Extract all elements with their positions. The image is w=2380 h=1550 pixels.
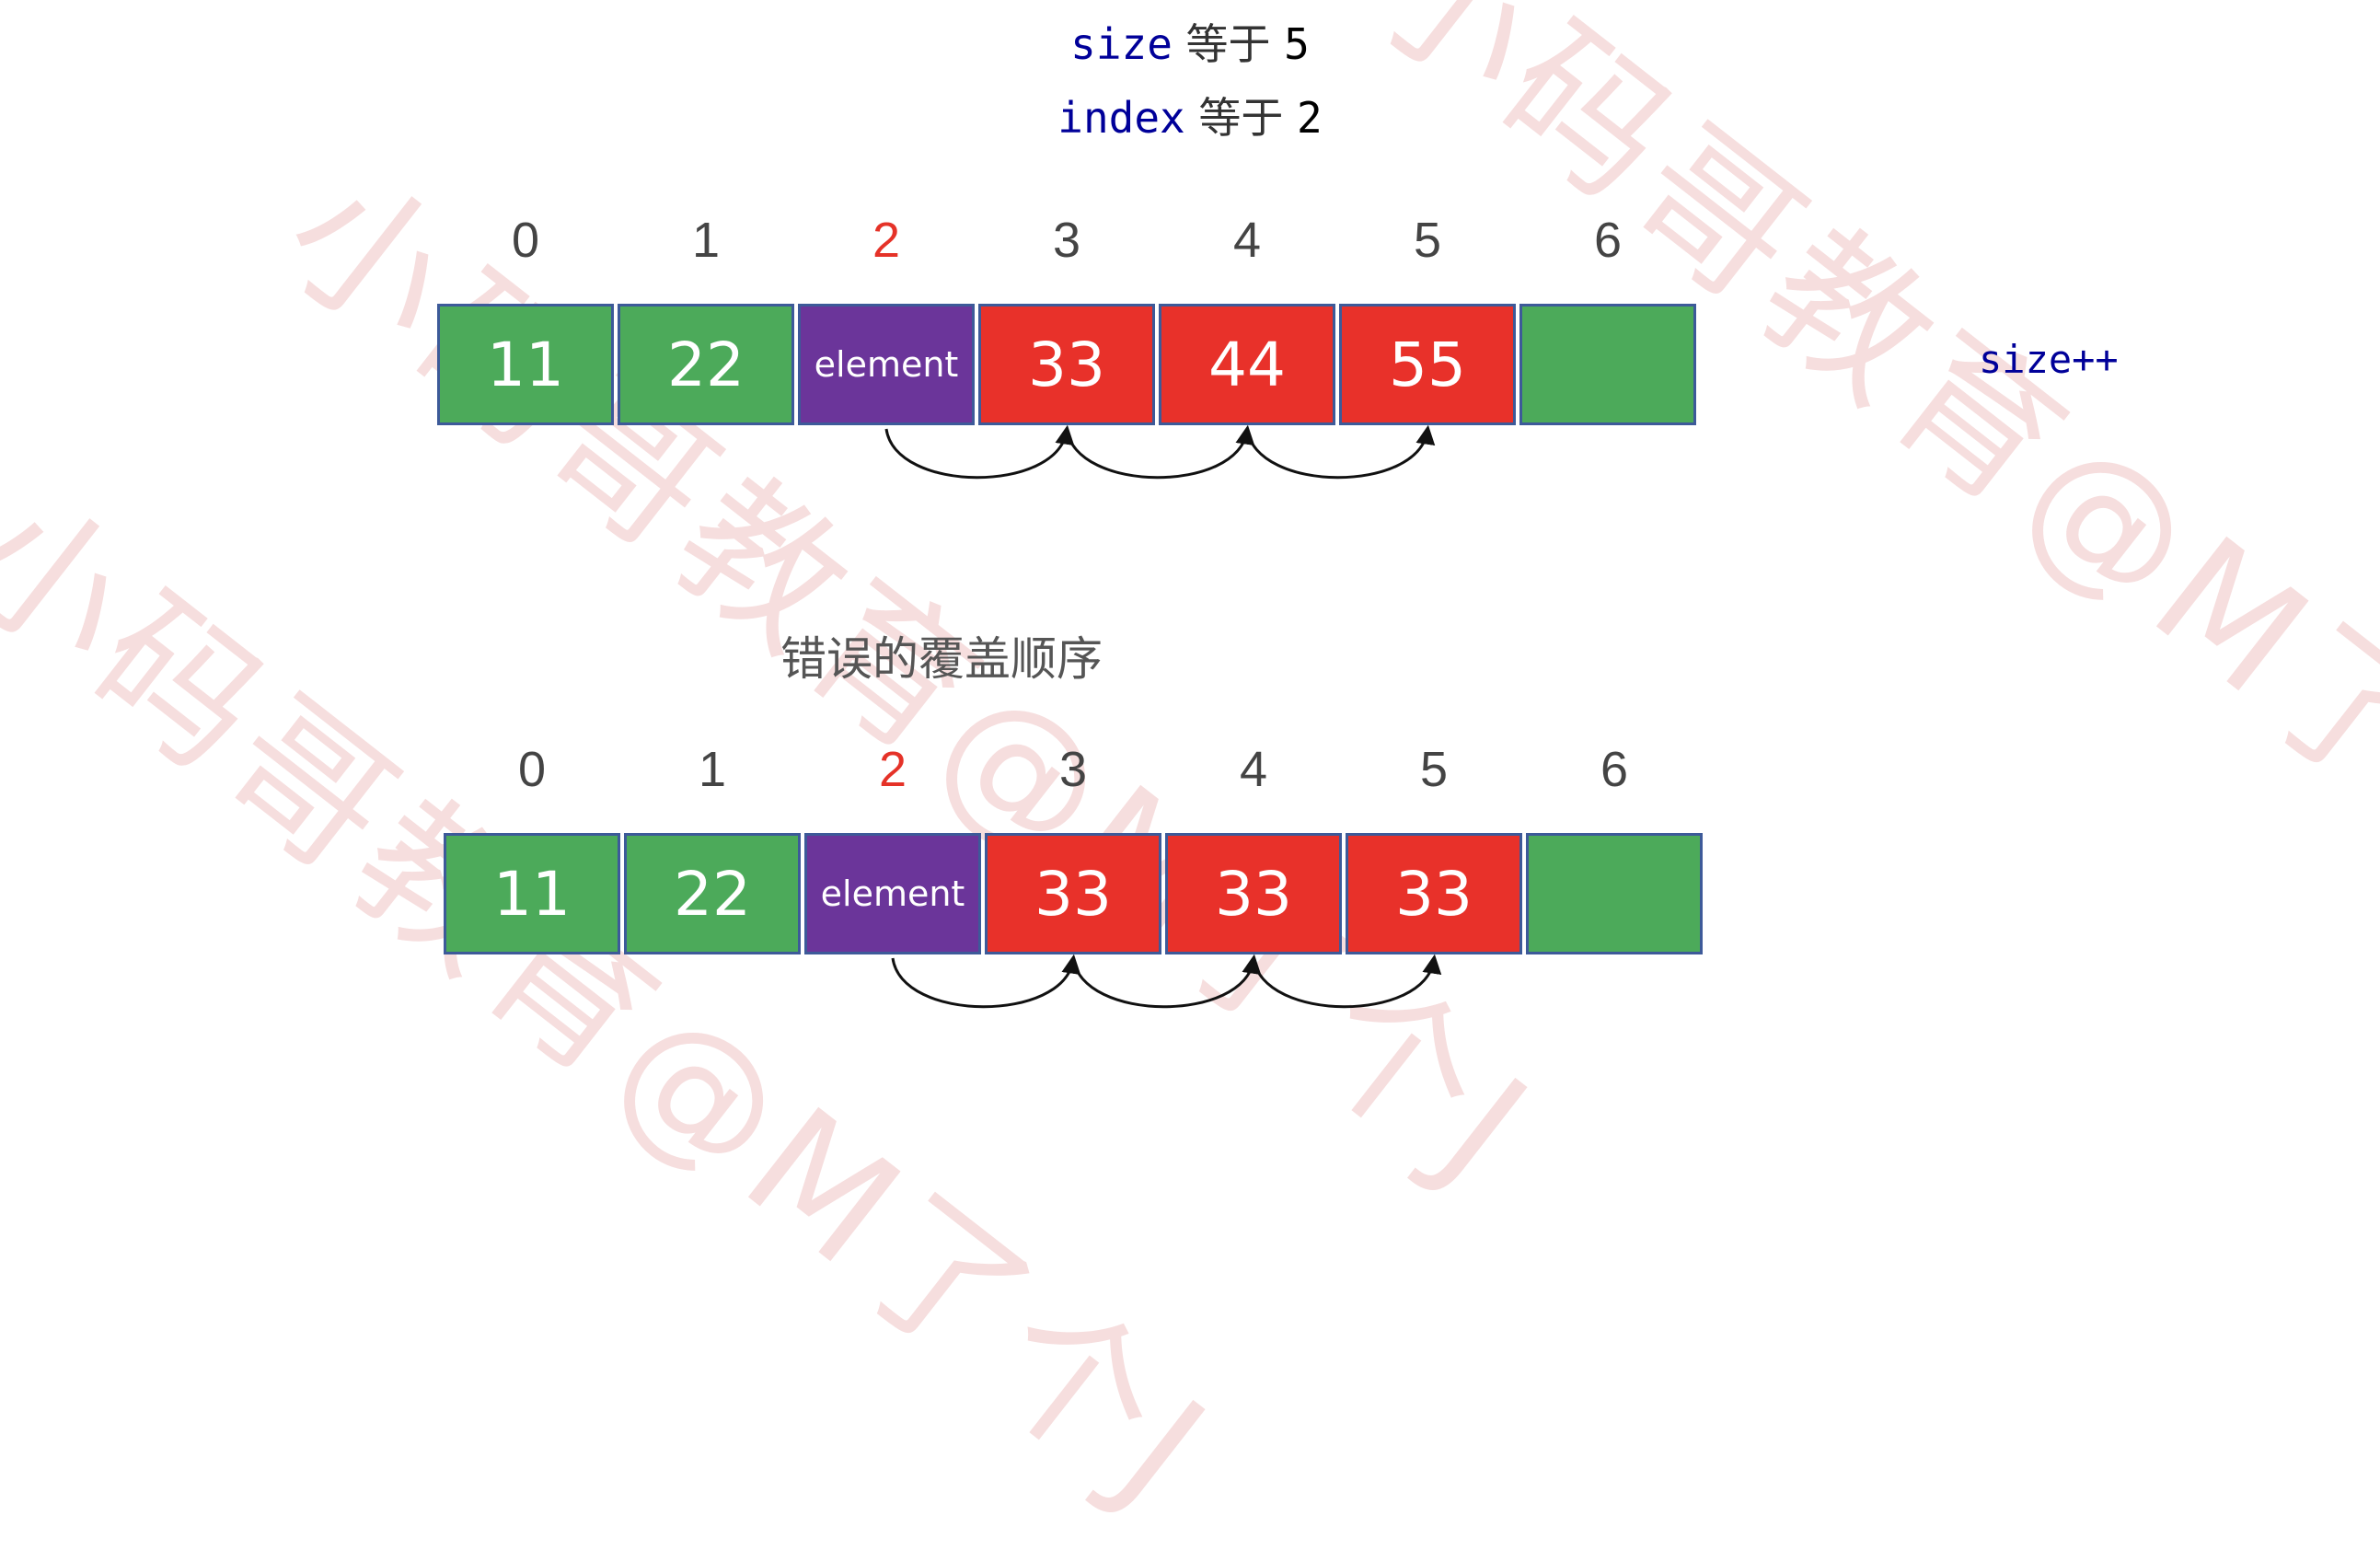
array-cell [1519,304,1696,425]
index-label: 0 [517,742,547,797]
index-label: 3 [1052,213,1081,268]
array-cell [1526,833,1703,954]
shift-arrow [884,424,1075,480]
size-line: size 等于 5 [0,11,2380,72]
index-label: 2 [878,742,907,797]
index-label: 4 [1232,213,1262,268]
array-cell: 11 [437,304,614,425]
index-label: 5 [1419,742,1449,797]
index-line: index 等于 2 [0,85,2380,145]
array-cell: 22 [618,304,794,425]
index-label: 1 [698,742,727,797]
size-keyword: size [1070,19,1173,69]
array-cell: 33 [1346,833,1522,954]
index-label: 1 [691,213,721,268]
array-cell: 11 [444,833,620,954]
shift-arrow [891,954,1081,1009]
array-cell: element [804,833,981,954]
index-label: 0 [511,213,540,268]
size-increment-note: size++ [1979,337,2119,382]
index-label: 6 [1600,742,1629,797]
index-equals: 等于 [1198,93,1284,143]
size-value: 5 [1284,19,1310,69]
array-cell: element [798,304,975,425]
array-cell: 33 [985,833,1161,954]
caption-wrong-order: 错误的覆盖顺序 [780,632,1103,686]
size-equals: 等于 [1185,19,1271,69]
shift-arrow [1071,954,1262,1009]
index-value: 2 [1297,93,1323,143]
array-cell: 44 [1159,304,1335,425]
index-label: 5 [1413,213,1442,268]
index-keyword: index [1057,93,1185,143]
index-label: 2 [872,213,901,268]
array-cell: 55 [1339,304,1516,425]
shift-arrows [884,424,1442,1009]
shift-arrow [1252,954,1442,1009]
shift-arrow [1245,424,1436,480]
index-label: 4 [1239,742,1268,797]
index-label: 3 [1058,742,1088,797]
array-cell: 22 [624,833,801,954]
array-cell: 33 [1165,833,1342,954]
index-label: 6 [1593,213,1623,268]
array-cell: 33 [978,304,1155,425]
shift-arrow [1065,424,1255,480]
